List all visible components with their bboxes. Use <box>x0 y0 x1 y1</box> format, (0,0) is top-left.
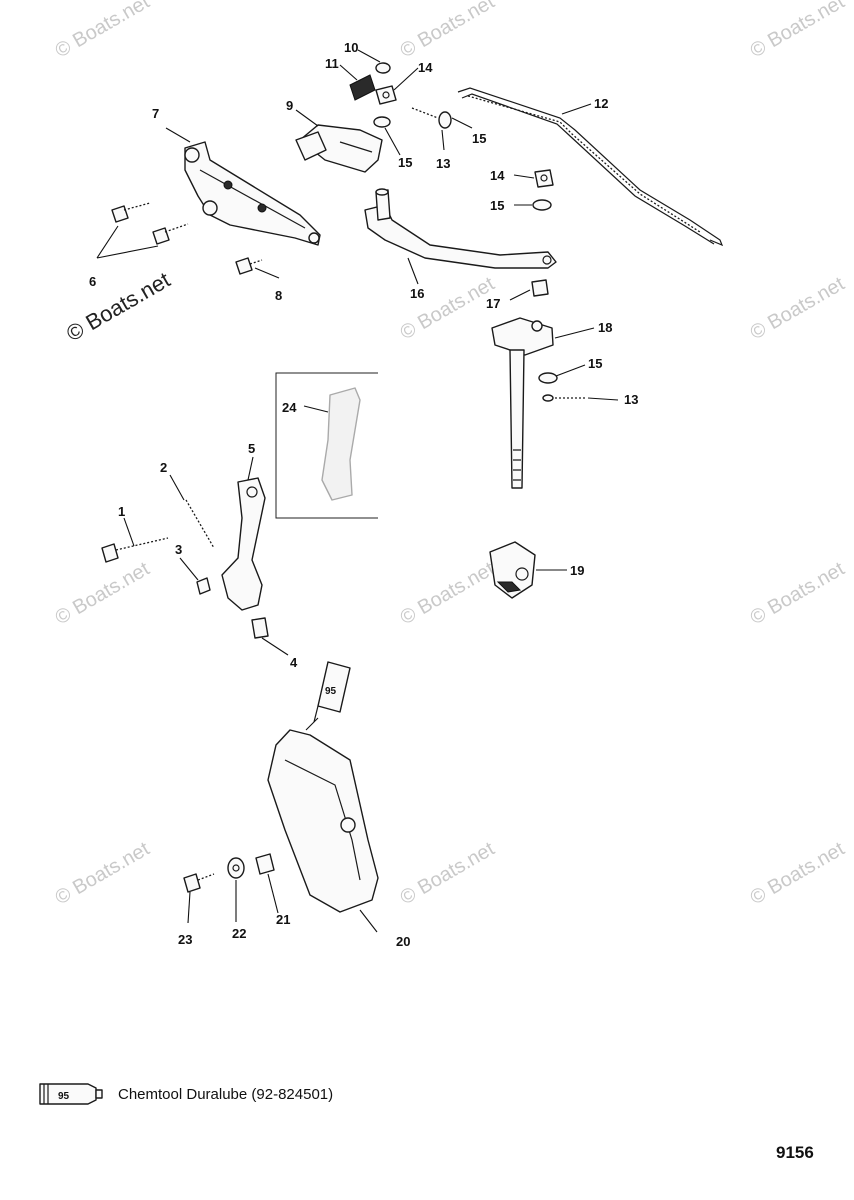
callout-24: 24 <box>282 400 297 415</box>
part-14-nut-upper <box>375 85 397 105</box>
callout-5: 5 <box>248 441 255 456</box>
callout-8: 8 <box>275 288 282 303</box>
part-23-screw <box>183 873 215 893</box>
part-17-nut <box>531 279 549 297</box>
detail-box-24 <box>275 372 378 519</box>
callout-13-right: 13 <box>624 392 638 407</box>
callout-23: 23 <box>178 932 192 947</box>
callout-7: 7 <box>152 106 159 121</box>
lube-tube-icon: 95 <box>39 1083 103 1105</box>
callout-11: 11 <box>325 56 339 71</box>
part-15-washer-upper <box>373 116 391 128</box>
part-18-shift-shaft <box>491 317 554 489</box>
part-12-link-rod <box>457 87 724 247</box>
callout-22: 22 <box>232 926 246 941</box>
callout-9: 9 <box>286 98 293 113</box>
callout-20: 20 <box>396 934 410 949</box>
part-7-bracket <box>184 141 321 246</box>
part-10-washer <box>375 62 391 74</box>
legend: 95 Chemtool Duralube (92-824501) <box>39 1083 333 1105</box>
watermark: © Boats.net <box>52 558 154 630</box>
legend-text: Chemtool Duralube (92-824501) <box>118 1086 333 1103</box>
part-8-bolt <box>235 257 263 275</box>
part-20-cover <box>267 729 379 913</box>
part-6-bolts <box>111 202 189 245</box>
part-24-arm <box>321 387 361 501</box>
part-11-spring <box>349 74 376 101</box>
watermark: © Boats.net <box>52 838 154 910</box>
callout-18: 18 <box>598 320 612 335</box>
part-22-washer <box>227 857 245 879</box>
watermark: © Boats.net <box>747 0 849 62</box>
callout-4: 4 <box>290 655 298 670</box>
callout-2: 2 <box>160 460 167 475</box>
part-9-detent <box>295 124 383 173</box>
callout-16: 16 <box>410 286 424 301</box>
callout-12: 12 <box>594 96 608 111</box>
callout-3: 3 <box>175 542 182 557</box>
callout-17: 17 <box>486 296 500 311</box>
callout-15-right: 15 <box>588 356 602 371</box>
callout-15-upper-right: 15 <box>472 131 486 146</box>
watermark: © Boats.net <box>397 558 499 630</box>
callout-13-upper: 13 <box>436 156 450 171</box>
callout-15-lower: 15 <box>490 198 504 213</box>
lube-tube-label: 95 <box>325 686 337 697</box>
watermark: © Boats.net <box>747 273 849 345</box>
callout-15-upper-left: 15 <box>398 155 412 170</box>
callout-10: 10 <box>344 40 358 55</box>
part-19-switch <box>489 541 536 599</box>
part-21-bushing <box>255 853 275 875</box>
part-2-screw <box>185 499 215 549</box>
callout-19: 19 <box>570 563 584 578</box>
watermark: © Boats.net <box>52 0 154 62</box>
part-5-arm <box>221 477 266 611</box>
part-3-bushing <box>196 577 211 595</box>
callout-1: 1 <box>118 504 125 519</box>
callout-21: 21 <box>276 912 290 927</box>
watermark: © Boats.net <box>747 558 849 630</box>
callout-14-upper: 14 <box>418 60 433 75</box>
callout-14-lower: 14 <box>490 168 505 183</box>
lube-tube-95: 95 <box>313 661 351 723</box>
part-13-screw-upper <box>411 107 452 129</box>
leader-lines <box>123 49 619 933</box>
part-1-bolt <box>101 537 169 563</box>
watermark: © Boats.net <box>747 838 849 910</box>
part-13-screw-right <box>542 394 585 402</box>
watermark: © Boats.net <box>397 838 499 910</box>
legend-icon-label: 95 <box>58 1091 70 1102</box>
callout-6: 6 <box>89 274 96 289</box>
part-4-bushing <box>251 617 269 639</box>
watermark: © Boats.net <box>397 273 499 345</box>
figure-number: 9156 <box>776 1143 814 1162</box>
watermark-dark: © Boats.net <box>62 267 174 346</box>
part-15-washer-lower <box>532 199 552 211</box>
part-16-lever <box>364 188 557 269</box>
part-14-nut-lower <box>534 169 554 188</box>
part-15-washer-right <box>538 372 558 384</box>
watermark: © Boats.net <box>397 0 499 62</box>
leader-6 <box>96 225 159 259</box>
